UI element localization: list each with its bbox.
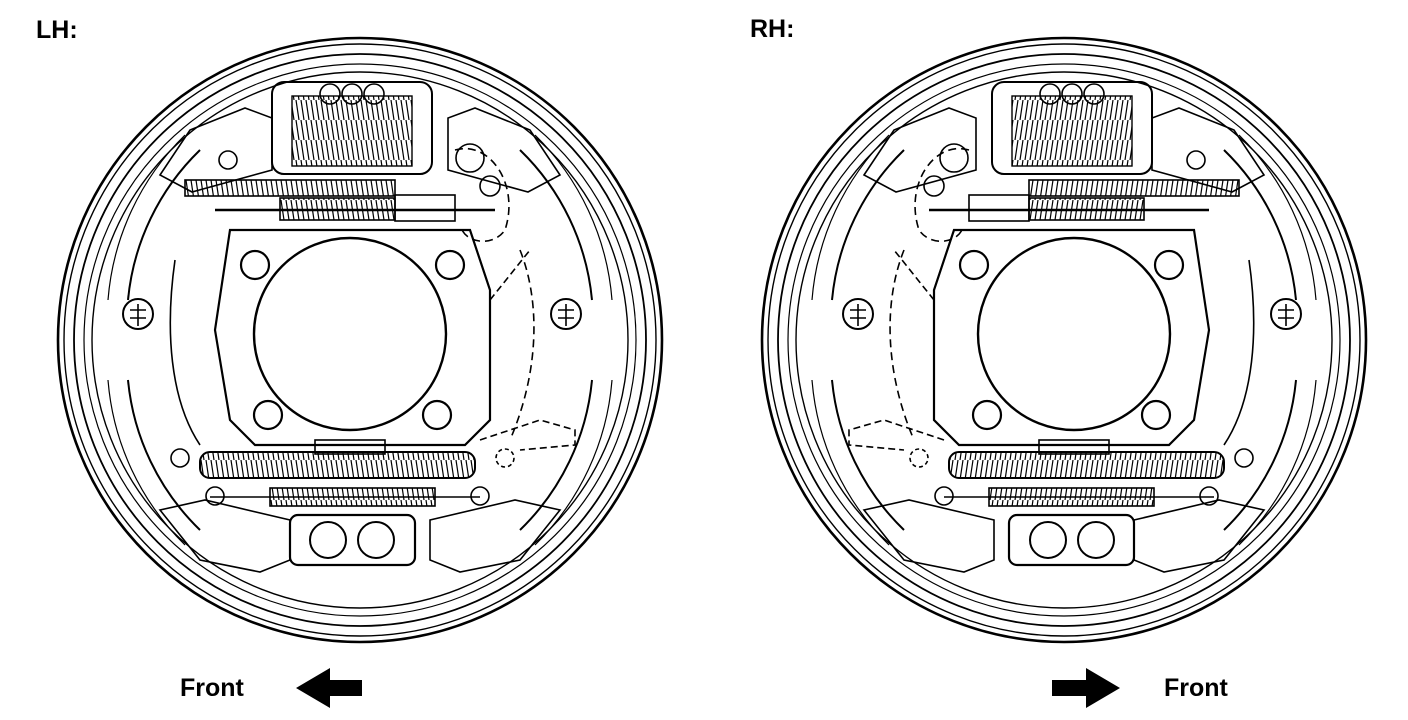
arrow-left-icon — [296, 668, 362, 708]
arrow-right-icon — [1052, 668, 1120, 708]
front-label-right: Front — [1164, 674, 1228, 702]
left-hand-label: LH: — [36, 16, 78, 44]
left-hand-brake-assembly — [56, 36, 664, 644]
right-hand-brake-assembly — [760, 36, 1368, 644]
right-hand-label: RH: — [750, 15, 795, 43]
front-label-left: Front — [180, 674, 244, 702]
